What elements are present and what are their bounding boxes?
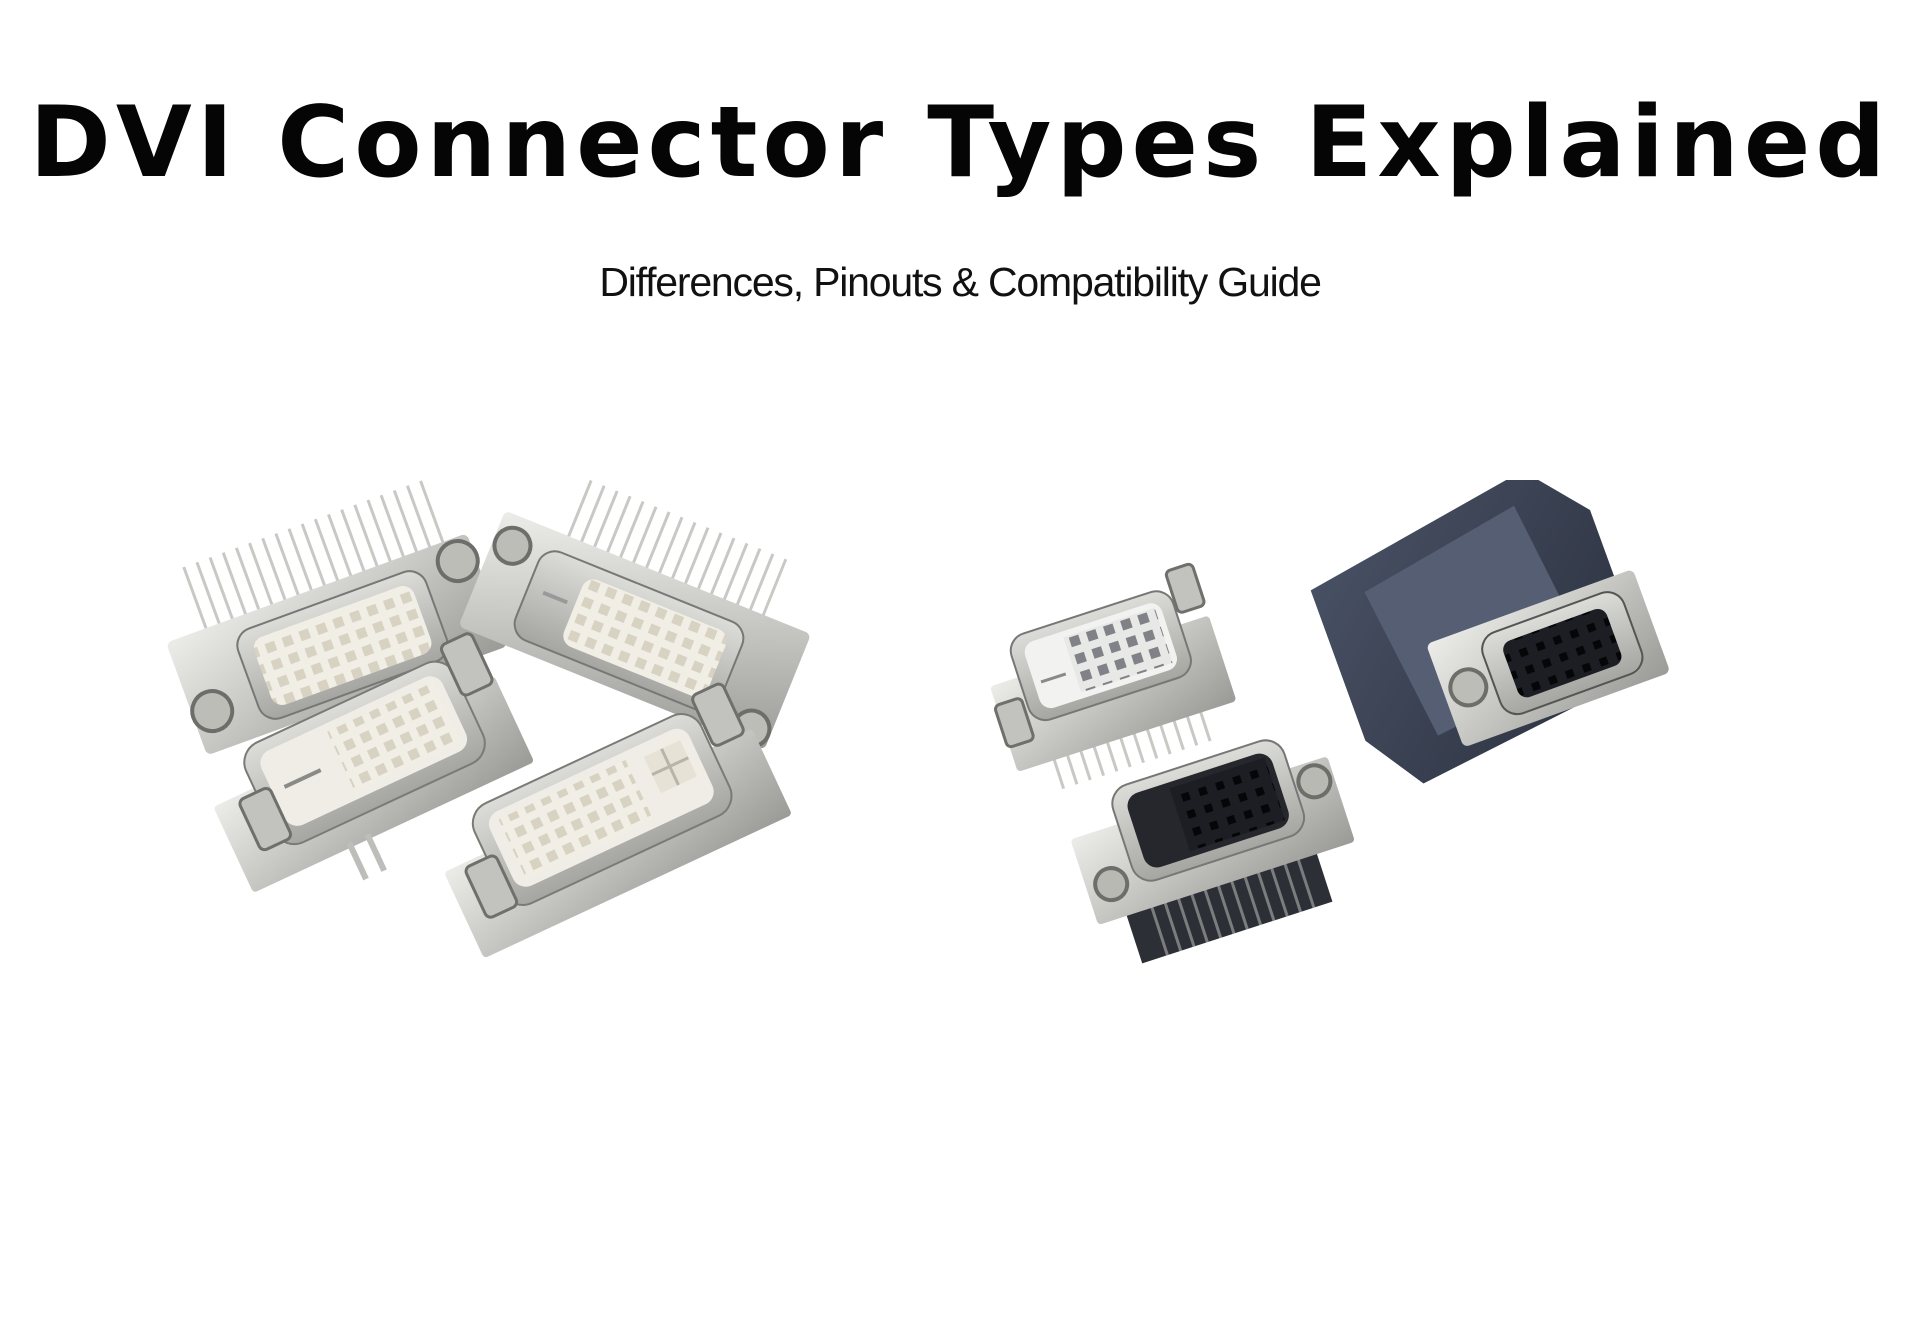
connector-right-angle-2 [460,480,810,749]
connector-right-angle-silver [990,562,1236,792]
connector-right-angle-1 [167,480,507,754]
connector-vertical-1 [214,632,534,892]
connector-vertical-2 [445,682,791,958]
page-title: DVI Connector Types Explained [29,86,1891,200]
connector-photo [167,480,1669,964]
page-subtitle: Differences, Pinouts & Compatibility Gui… [599,259,1322,305]
connector-right-angle-black-insert [1071,739,1354,964]
connector-black-housing [1310,480,1669,784]
